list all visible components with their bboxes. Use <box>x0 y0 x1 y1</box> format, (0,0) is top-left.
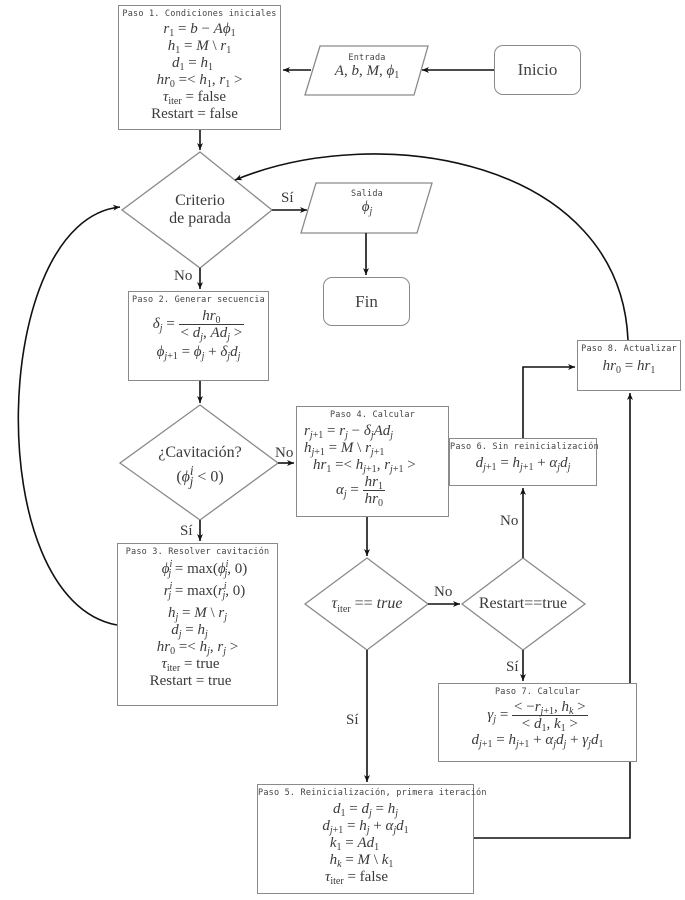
paso3-title: Paso 3. Resolver cavitación <box>125 547 270 557</box>
paso6-eq-1: dj+1 = hj+1 + αjdj <box>475 455 571 473</box>
entrada-text: Entrada A, b, M, ϕ1 <box>312 50 422 81</box>
paso1-title: Paso 1. Condiciones iniciales <box>122 9 277 19</box>
paso3-eq-2: rij = max(rij, 0) <box>163 581 246 601</box>
fin-label: Fin <box>355 291 378 311</box>
paso4-eq-3: hr1 =< hj+1, rj+1 > <box>313 457 416 475</box>
edge-label-titer-si: Sí <box>346 712 359 728</box>
edge-paso6-paso8 <box>522 364 575 438</box>
edge-label-criterio-si: Sí <box>281 190 294 206</box>
paso8-title: Paso 8. Actualizar <box>581 344 677 354</box>
edge-label-criterio-no: No <box>174 268 193 284</box>
paso3-eq-7: Restart = true <box>149 673 232 689</box>
paso1-box[interactable]: Paso 1. Condiciones iniciales r1 = b − A… <box>118 5 281 130</box>
paso1-eq-5: τiter = false <box>163 89 226 107</box>
paso7-eq-2: dj+1 = hj+1 + αjdj + γjd1 <box>471 732 604 750</box>
paso3-box[interactable]: Paso 3. Resolver cavitación ϕij = max(ϕi… <box>117 543 278 706</box>
salida-title: Salida <box>351 189 383 199</box>
paso5-box[interactable]: Paso 5. Reinicialización, primera iterac… <box>257 784 487 894</box>
paso5-eq-5: τiter = false <box>325 869 388 887</box>
paso4-eq-1: rj+1 = rj − δjAdj <box>304 423 394 441</box>
paso6-box[interactable]: Paso 6. Sin reinicialización dj+1 = hj+1… <box>449 438 599 486</box>
paso2-eq-1: δj = hr0< dj, Adj > <box>152 308 245 343</box>
cavitacion-label: ¿Cavitación? (ϕij < 0) <box>140 444 260 491</box>
inicio-terminal[interactable]: Inicio <box>494 45 581 95</box>
salida-parallelogram[interactable] <box>300 182 433 234</box>
paso4-box[interactable]: Paso 4. Calcular rj+1 = rj − δjAdj hj+1 … <box>296 406 449 517</box>
paso3-eq-6: τiter = true <box>161 656 220 674</box>
entrada-content: A, b, M, ϕ1 <box>334 63 400 81</box>
inicio-label: Inicio <box>517 60 558 79</box>
salida-text: Salida ϕj <box>312 186 422 217</box>
paso8-box[interactable]: Paso 8. Actualizar hr0 = hr1 <box>577 340 681 391</box>
paso1-eq-1: r1 = b − Aϕ1 <box>163 21 236 39</box>
edge-paso3-criterio <box>17 204 121 626</box>
fin-terminal[interactable]: Fin <box>323 277 410 326</box>
cavitacion-line1: ¿Cavitación? <box>158 444 242 461</box>
entrada-title: Entrada <box>348 53 386 63</box>
entrada-parallelogram[interactable] <box>304 45 429 96</box>
paso1-eq-3: d1 = h1 <box>172 55 213 73</box>
paso5-title: Paso 5. Reinicialización, primera iterac… <box>258 788 487 798</box>
paso4-eq-2: hj+1 = M \ rj+1 <box>304 440 385 458</box>
paso5-eq-2: dj+1 = hj + αjd1 <box>322 818 409 836</box>
criterio-line1: Criterio <box>175 192 225 209</box>
paso3-eq-1: ϕij = max(ϕij, 0) <box>161 559 248 579</box>
criterio-label: Criterio de parada <box>147 192 253 228</box>
restart-label: Restart==true <box>478 595 568 612</box>
edge-label-restart-si: Sí <box>506 659 519 675</box>
paso5-eq-3: k1 = Ad1 <box>329 835 380 853</box>
paso1-eq-6: Restart = false <box>151 106 238 122</box>
paso8-eq-1: hr0 = hr1 <box>602 358 656 376</box>
paso7-title: Paso 7. Calcular <box>494 687 581 697</box>
paso7-box[interactable]: Paso 7. Calcular γj = < −rj+1, hk >< d1,… <box>438 683 637 762</box>
paso3-eq-4: dj = hj <box>171 622 208 640</box>
paso4-title: Paso 4. Calcular <box>329 410 416 420</box>
paso2-title: Paso 2. Generar secuencia <box>132 295 265 305</box>
cavitacion-line2: (ϕij < 0) <box>176 463 224 489</box>
salida-content: ϕj <box>361 199 373 217</box>
paso1-eq-4: hr0 =< h1, r1 > <box>156 72 243 90</box>
paso3-eq-3: hj = M \ rj <box>167 605 228 623</box>
paso6-title: Paso 6. Sin reinicialización <box>450 442 599 452</box>
edge-label-restart-no: No <box>500 513 519 529</box>
paso7-eq-1: γj = < −rj+1, hk >< d1, k1 > <box>487 699 588 734</box>
paso1-eq-2: h1 = M \ r1 <box>167 38 232 56</box>
paso2-eq-2: ϕj+1 = ϕj + δjdj <box>156 344 241 362</box>
edge-label-cavitacion-no: No <box>275 445 294 461</box>
criterio-line2: de parada <box>169 210 231 227</box>
paso5-eq-1: d1 = dj = hj <box>333 801 398 819</box>
titer-label: τiter == true <box>331 595 403 616</box>
edge-label-titer-no: No <box>434 584 453 600</box>
edge-paso8-criterio <box>234 153 629 341</box>
paso3-eq-5: hr0 =< hj, rj > <box>156 639 239 657</box>
paso5-eq-4: hk = M \ k1 <box>329 852 394 870</box>
edge-label-cavitacion-si: Sí <box>180 523 193 539</box>
edge-paso5-paso8 <box>474 393 633 839</box>
paso2-box[interactable]: Paso 2. Generar secuencia δj = hr0< dj, … <box>128 291 269 381</box>
